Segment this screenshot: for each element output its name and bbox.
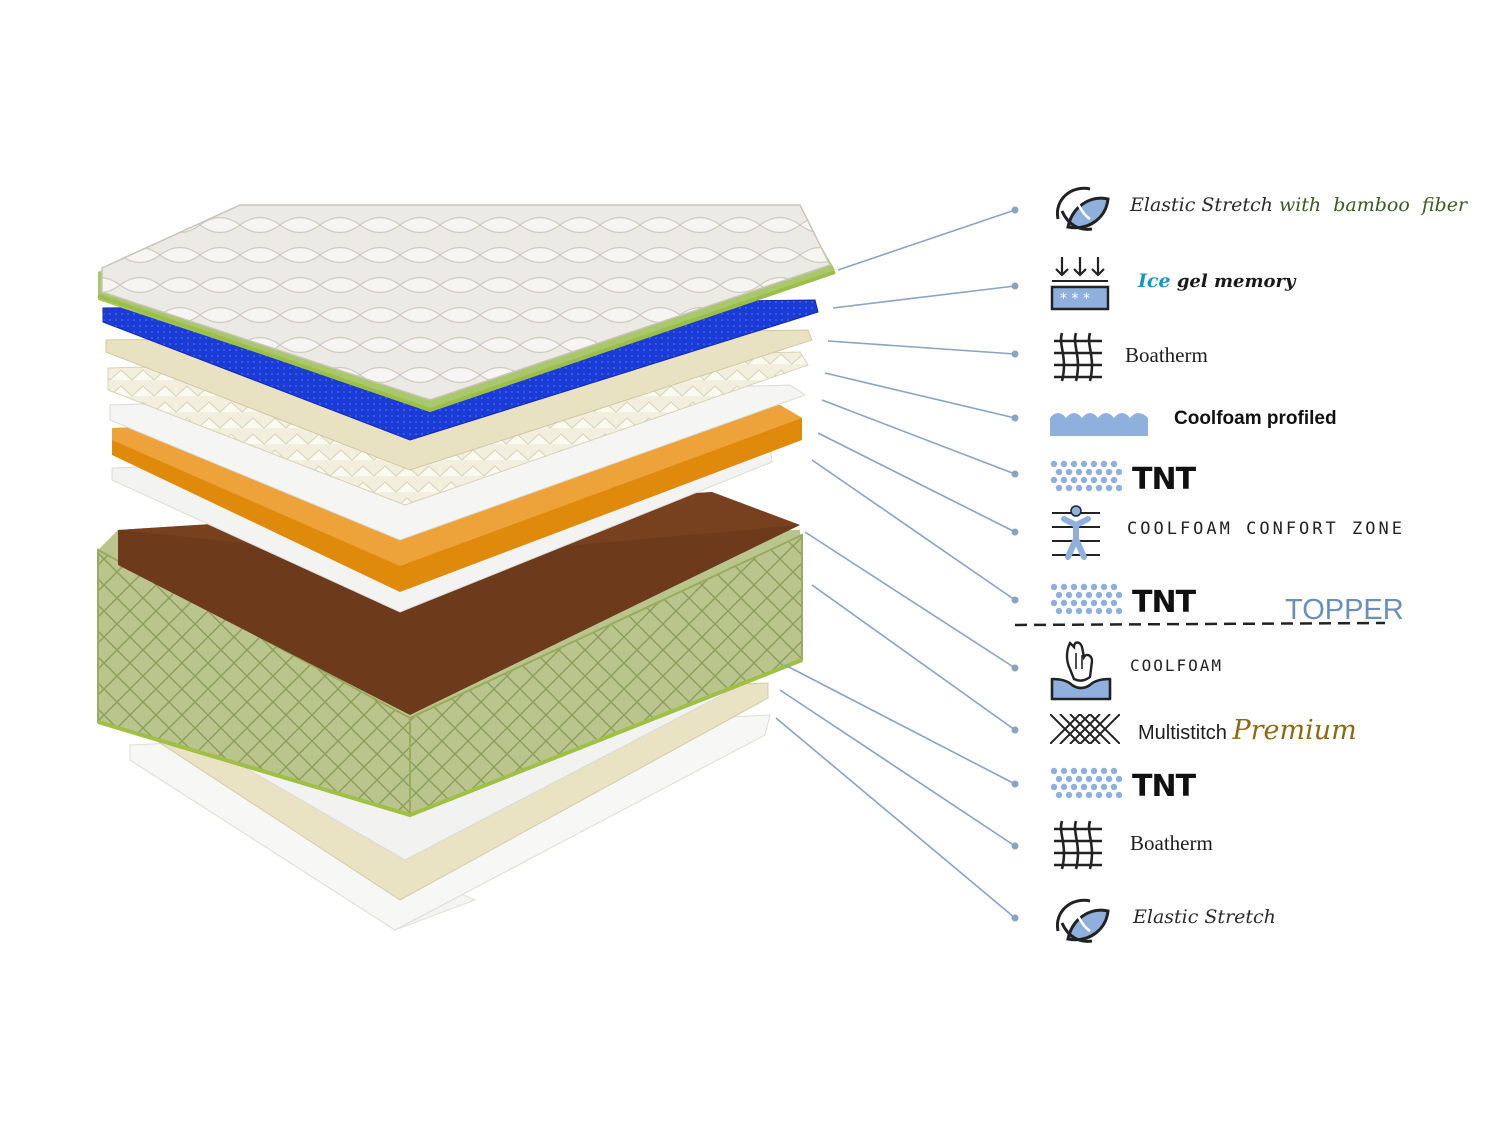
layer-label-boatherm-bottom: Boatherm [1130, 833, 1213, 854]
leader-dot-tnt-3 [1011, 780, 1019, 788]
leader-dot-boatherm-bottom [1011, 842, 1019, 850]
leader-line-tnt-3 [784, 664, 1016, 785]
layer-label-part: Boatherm [1125, 343, 1208, 367]
layer-label-boatherm-top: Boatherm [1125, 345, 1208, 366]
leader-line-multistitch-premium [811, 584, 1016, 731]
leader-dot-tnt-1 [1011, 470, 1019, 478]
leader-dot-coolfoam [1011, 664, 1019, 672]
layer-label-part: Boatherm [1130, 831, 1213, 855]
layer-label-coolfoam: COOLFOAM [1130, 658, 1223, 674]
layer-label-ice-gel-memory: Ice gel memory [1138, 272, 1295, 291]
dots-icon [1050, 767, 1123, 805]
layer-label-part: TNT [1132, 585, 1196, 620]
woven-fiber-icon [1050, 331, 1106, 387]
leader-dot-coolfoam-confort-zone [1011, 528, 1019, 536]
leader-dot-boatherm-top [1011, 350, 1019, 358]
leader-line-coolfoam-confort-zone [817, 432, 1016, 533]
leader-line-ice-gel-memory [832, 285, 1016, 309]
ice-gel-icon: * * * [1050, 255, 1110, 317]
topper-label: TOPPER [1285, 594, 1404, 626]
layer-label-multistitch-premium: Multistitch Premium [1138, 717, 1357, 744]
leader-dot-coolfoam-profiled [1011, 414, 1019, 422]
leader-line-boatherm-bottom [779, 689, 1016, 847]
leader-line-coolfoam [804, 531, 1016, 669]
woven-fiber-icon [1050, 819, 1106, 875]
layer-label-part: TNT [1132, 462, 1196, 497]
leader-line-elastic-stretch-bamboo [837, 209, 1016, 271]
layer-label-part: TNT [1132, 769, 1196, 804]
body-zone-icon [1050, 505, 1102, 565]
leader-lines [775, 206, 1019, 922]
leader-line-elastic-stretch [775, 717, 1016, 919]
leader-dot-ice-gel-memory [1011, 282, 1019, 290]
leader-line-tnt-1 [821, 399, 1016, 475]
quilted-top-cover [97, 204, 836, 413]
layer-label-elastic-stretch-bamboo: Elastic Stretch with bamboo fiber [1130, 196, 1467, 215]
layer-label-part: Elastic Stretch [1130, 194, 1273, 216]
layer-label-part: COOLFOAM [1130, 656, 1224, 675]
leaf-swirl-icon [1050, 893, 1114, 951]
layer-label-tnt-2: TNT [1132, 585, 1196, 620]
layer-label-coolfoam-profiled: Coolfoam profiled [1174, 409, 1337, 428]
leader-line-boatherm-top [827, 340, 1016, 355]
layer-label-part: Ice [1138, 270, 1171, 292]
hand-press-icon [1050, 639, 1112, 705]
leader-dot-elastic-stretch [1011, 914, 1019, 922]
leaf-swirl-icon [1050, 181, 1114, 239]
leader-line-tnt-2 [811, 459, 1016, 601]
layer-label-coolfoam-confort-zone: COOLFOAM CONFORT ZONE [1127, 521, 1405, 538]
layer-label-part: Multistitch [1138, 722, 1233, 744]
leader-line-coolfoam-profiled [824, 372, 1016, 419]
layer-label-part: Premium [1232, 715, 1357, 746]
layer-label-tnt-1: TNT [1132, 462, 1196, 497]
layer-label-elastic-stretch: Elastic Stretch [1133, 908, 1276, 927]
layer-label-part: COOLFOAM CONFORT ZONE [1127, 519, 1405, 539]
crosshatch-icon [1049, 713, 1121, 748]
topper-divider [1014, 621, 1386, 627]
layer-label-part: Elastic Stretch [1133, 906, 1276, 928]
leader-dot-multistitch-premium [1011, 726, 1019, 734]
svg-text:* * *: * * * [1060, 291, 1090, 307]
layer-label-tnt-3: TNT [1132, 769, 1196, 804]
leader-dot-tnt-2 [1011, 596, 1019, 604]
dots-icon [1050, 460, 1123, 498]
wave-foam-icon [1050, 406, 1148, 440]
layer-label-part: with bamboo fiber [1272, 194, 1468, 216]
layer-label-part: gel memory [1170, 271, 1296, 292]
leader-dot-elastic-stretch-bamboo [1011, 206, 1019, 214]
layer-label-part: Coolfoam profiled [1174, 408, 1337, 429]
dots-icon [1050, 583, 1123, 621]
